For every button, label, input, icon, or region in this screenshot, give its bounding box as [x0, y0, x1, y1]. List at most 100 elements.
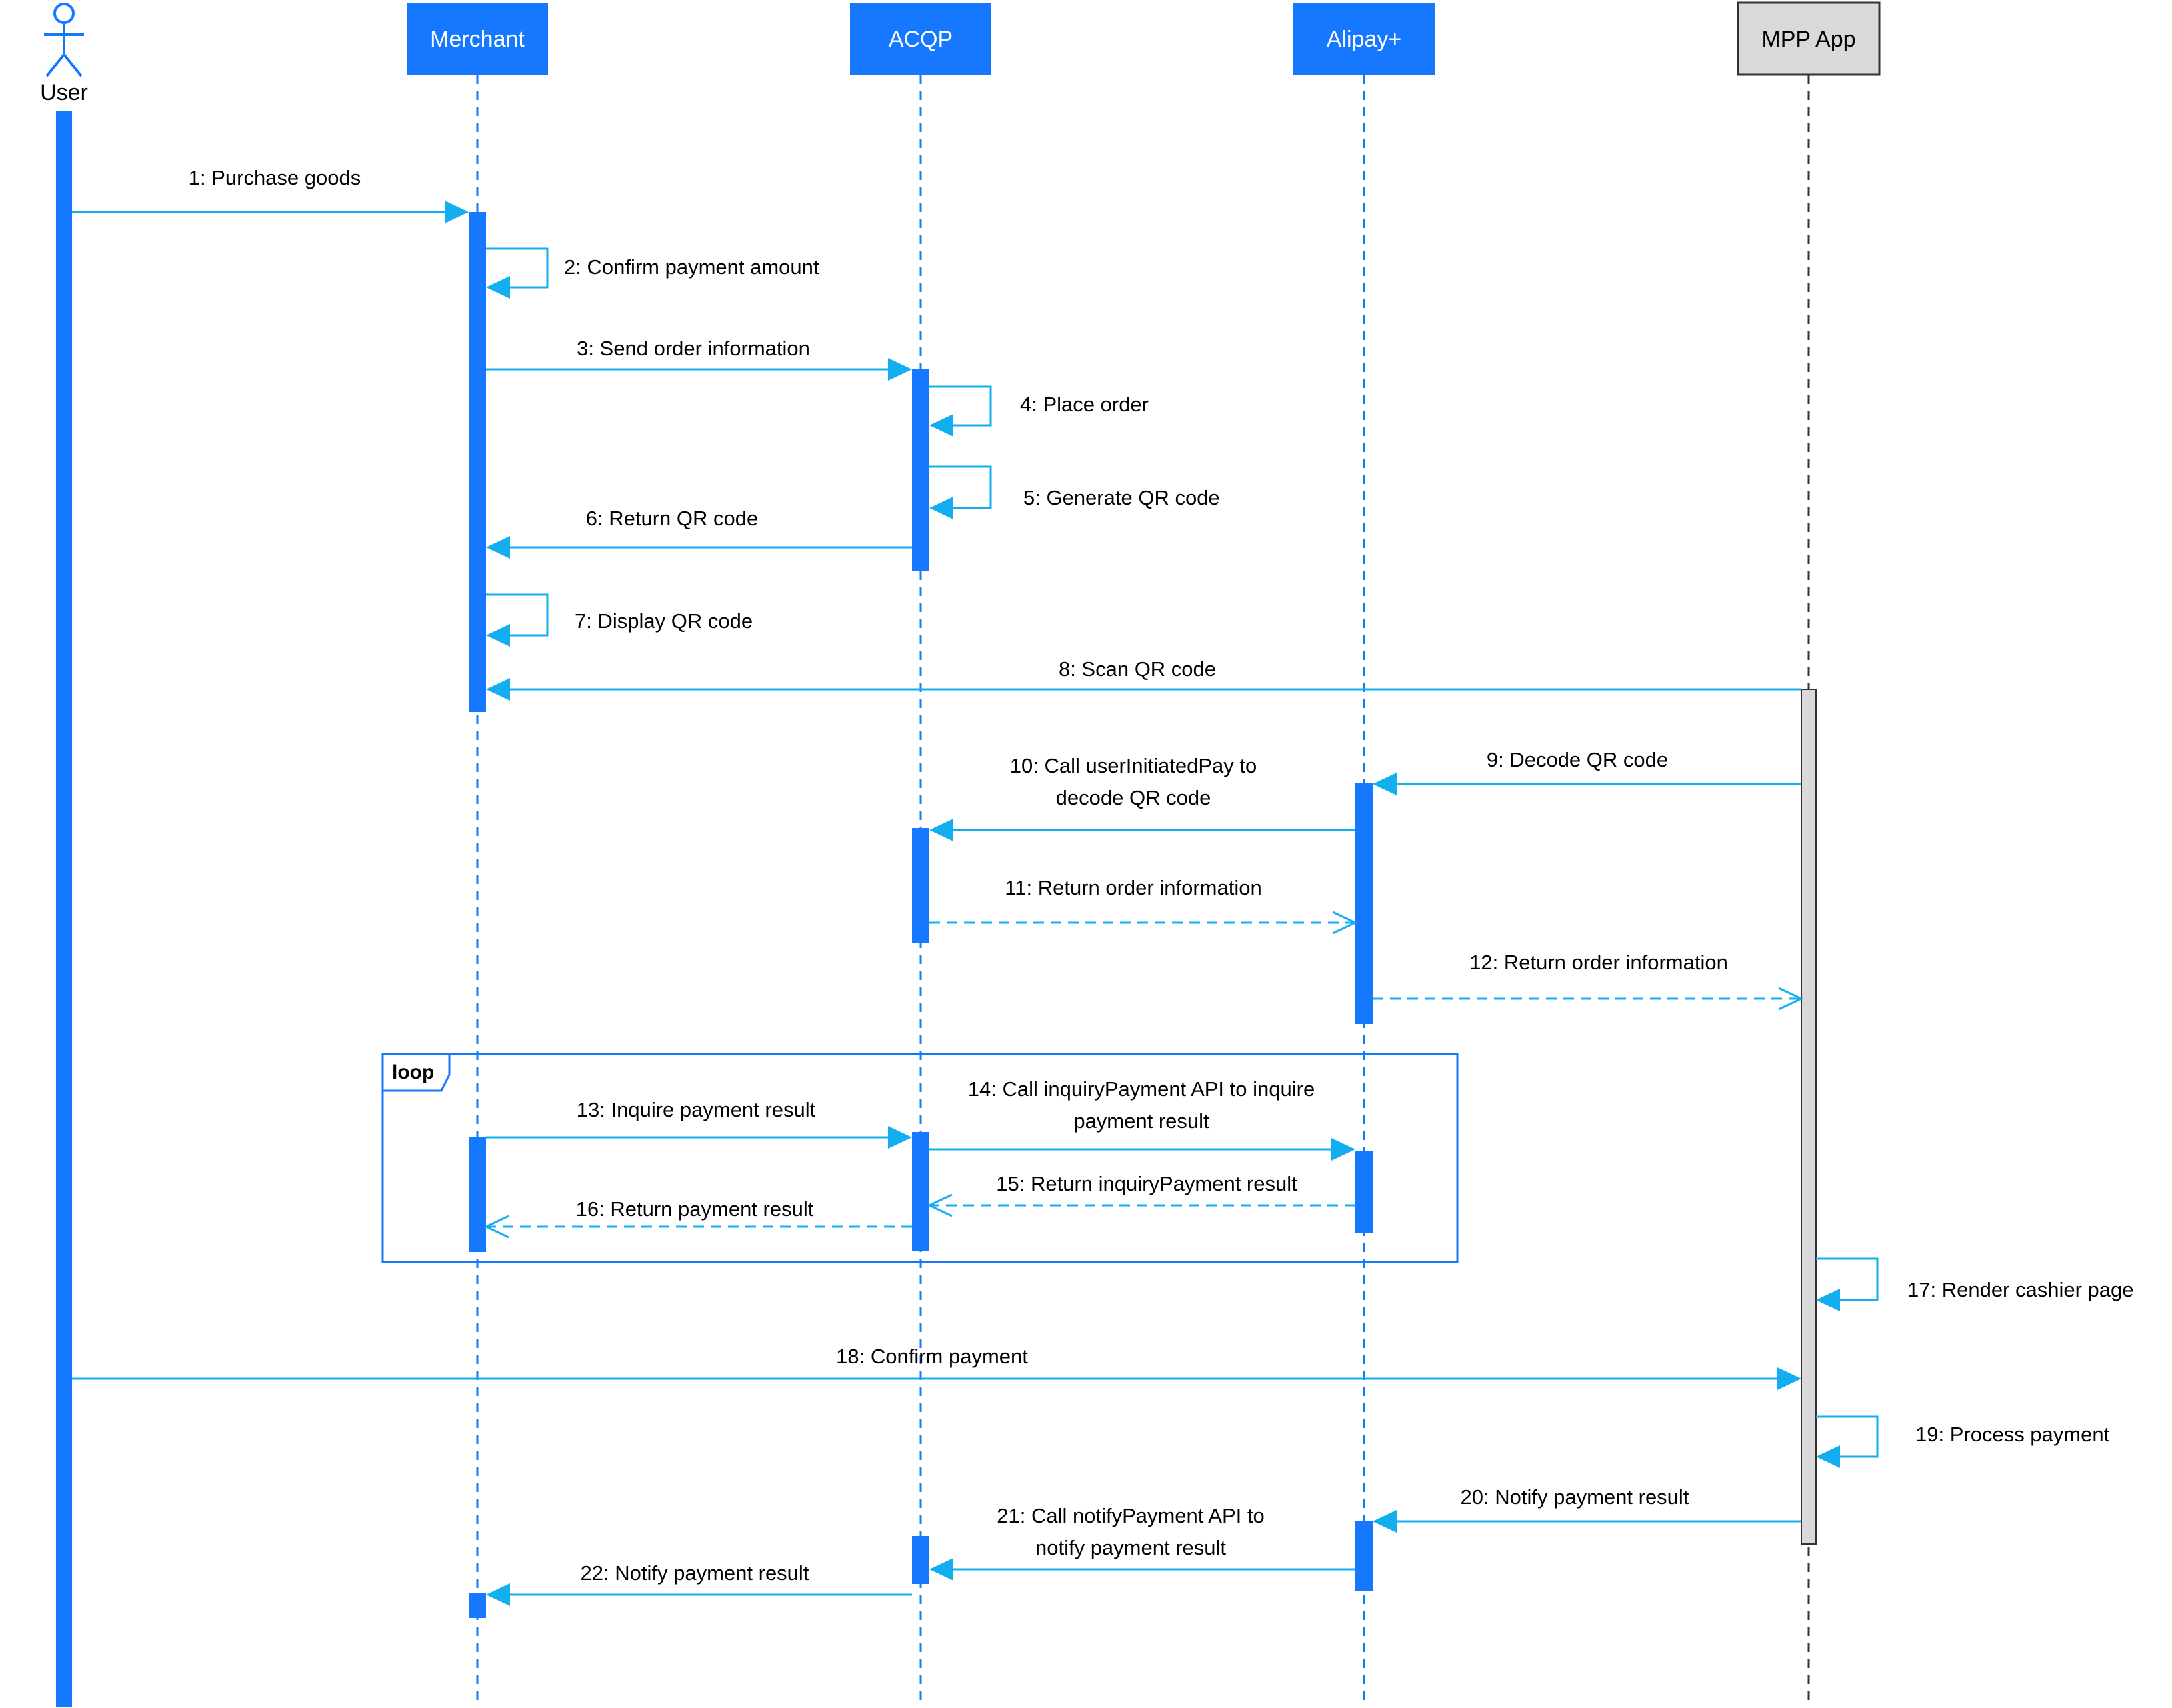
activation-bar-acqp	[912, 1132, 929, 1251]
participant-label: Alipay+	[1327, 27, 1401, 52]
message-2: 2: Confirm payment amount	[486, 247, 819, 299]
participant-label: Merchant	[430, 27, 525, 52]
message-4: 4: Place order	[929, 385, 1149, 437]
arrow-head	[486, 536, 510, 559]
activation-bar-mpp-app	[1801, 689, 1817, 1545]
message-label: 18: Confirm payment	[836, 1345, 1028, 1368]
message-10: 10: Call userInitiatedPay to decode QR co…	[929, 754, 1355, 841]
message-label: 8: Scan QR code	[1059, 657, 1216, 681]
arrow-head	[1373, 1510, 1397, 1533]
arrow-head	[929, 414, 953, 437]
message-line	[486, 247, 549, 289]
participant-box	[1737, 1, 1881, 76]
participant-merchant: Merchant	[407, 3, 548, 75]
arrow-head	[888, 1126, 912, 1149]
message-label: 20: Notify payment result	[1461, 1485, 1689, 1509]
message-label: 16: Return payment result	[576, 1197, 814, 1221]
message-label: 17: Render cashier page	[1907, 1278, 2134, 1301]
arrow-head	[486, 678, 510, 701]
arrow-head	[483, 1215, 509, 1239]
message-8: 8: Scan QR code	[486, 657, 1801, 701]
message-19: 19: Process payment	[1816, 1415, 2110, 1468]
participant-acqp: ACQP	[850, 3, 991, 75]
message-16: 16: Return payment result	[483, 1197, 912, 1239]
participant-label: MPP App	[1761, 27, 1855, 52]
activation-bar-merchant	[469, 212, 486, 712]
message-11: 11: Return order information	[929, 876, 1358, 935]
message-label: 2: Confirm payment amount	[564, 255, 819, 279]
arrow-head	[929, 819, 953, 841]
message-6: 6: Return QR code	[486, 507, 912, 559]
loop-tab	[381, 1053, 451, 1092]
message-15: 15: Return inquiryPayment result	[927, 1172, 1355, 1217]
participant-box	[850, 3, 991, 75]
message-label: 13: Inquire payment result	[577, 1098, 816, 1121]
message-line	[929, 465, 992, 509]
message-12: 12: Return order information	[1373, 951, 1804, 1011]
message-label: 6: Return QR code	[586, 507, 758, 530]
activation-bar-acqp	[912, 828, 929, 943]
activation-bar-user	[56, 111, 72, 1707]
arrow-head	[1373, 773, 1397, 795]
message-label: decode QR code	[1056, 786, 1211, 809]
participant-box	[407, 3, 548, 75]
message-20: 20: Notify payment result	[1373, 1485, 1801, 1533]
message-13: 13: Inquire payment result	[486, 1098, 912, 1149]
arrow-head	[486, 624, 510, 647]
message-label: notify payment result	[1035, 1536, 1226, 1559]
message-label: payment result	[1073, 1109, 1209, 1133]
message-17: 17: Render cashier page	[1816, 1257, 2134, 1311]
activation-bar-acqp	[912, 369, 929, 571]
loop-fragment	[381, 1053, 1459, 1263]
loop-label: loop	[392, 1061, 434, 1083]
message-label: 9: Decode QR code	[1487, 748, 1668, 771]
arrow-head	[486, 276, 510, 299]
participant-label: ACQP	[889, 27, 953, 52]
arrow-head	[929, 1558, 953, 1581]
arrow-head	[486, 1583, 510, 1606]
message-label: 15: Return inquiryPayment result	[996, 1172, 1297, 1195]
message-line	[929, 385, 992, 427]
message-label: 4: Place order	[1020, 393, 1149, 416]
message-label: 7: Display QR code	[575, 609, 753, 633]
message-label: 14: Call inquiryPayment API to inquire	[968, 1077, 1315, 1101]
arrow-head	[929, 497, 953, 519]
actor-icon	[44, 3, 84, 77]
message-line	[486, 593, 549, 637]
participant-box	[1293, 3, 1435, 75]
activation-bar-alipay	[1355, 1521, 1373, 1591]
arrow-head	[1332, 911, 1358, 935]
activation-bar-merchant	[469, 1137, 486, 1252]
participant-alipay: Alipay+	[1293, 3, 1435, 75]
message-18: 18: Confirm payment	[72, 1345, 1801, 1390]
message-label: 1: Purchase goods	[189, 166, 361, 189]
message-14: 14: Call inquiryPayment API to inquire pa…	[929, 1077, 1355, 1161]
message-22: 22: Notify payment result	[486, 1561, 912, 1606]
activation-bar-alipay	[1355, 783, 1373, 1024]
activation-bar-acqp	[912, 1536, 929, 1584]
message-21: 21: Call notifyPayment API to notify paym…	[929, 1504, 1355, 1581]
arrow-head	[888, 358, 912, 381]
activation-bar-merchant	[469, 1593, 486, 1618]
message-label: 22: Notify payment result	[581, 1561, 809, 1585]
message-label: 12: Return order information	[1469, 951, 1728, 974]
arrow-head	[927, 1193, 953, 1217]
participant-mpp-app: MPP App	[1737, 1, 1881, 76]
arrow-head	[1331, 1138, 1355, 1161]
message-1: 1: Purchase goods	[72, 166, 469, 223]
participant-user: User	[40, 3, 88, 105]
message-label: 5: Generate QR code	[1023, 486, 1220, 509]
message-label: 21: Call notifyPayment API to	[997, 1504, 1265, 1527]
message-line	[1816, 1257, 1879, 1301]
message-label: 10: Call userInitiatedPay to	[1010, 754, 1257, 777]
message-9: 9: Decode QR code	[1373, 748, 1801, 795]
message-5: 5: Generate QR code	[929, 465, 1220, 519]
message-label: 11: Return order information	[1005, 876, 1261, 899]
arrow-head	[1777, 1367, 1801, 1390]
arrow-head	[1816, 1445, 1840, 1468]
arrow-head	[1816, 1289, 1840, 1311]
arrow-head	[445, 201, 469, 223]
participant-label: User	[40, 80, 88, 105]
message-label: 3: Send order information	[577, 337, 810, 360]
